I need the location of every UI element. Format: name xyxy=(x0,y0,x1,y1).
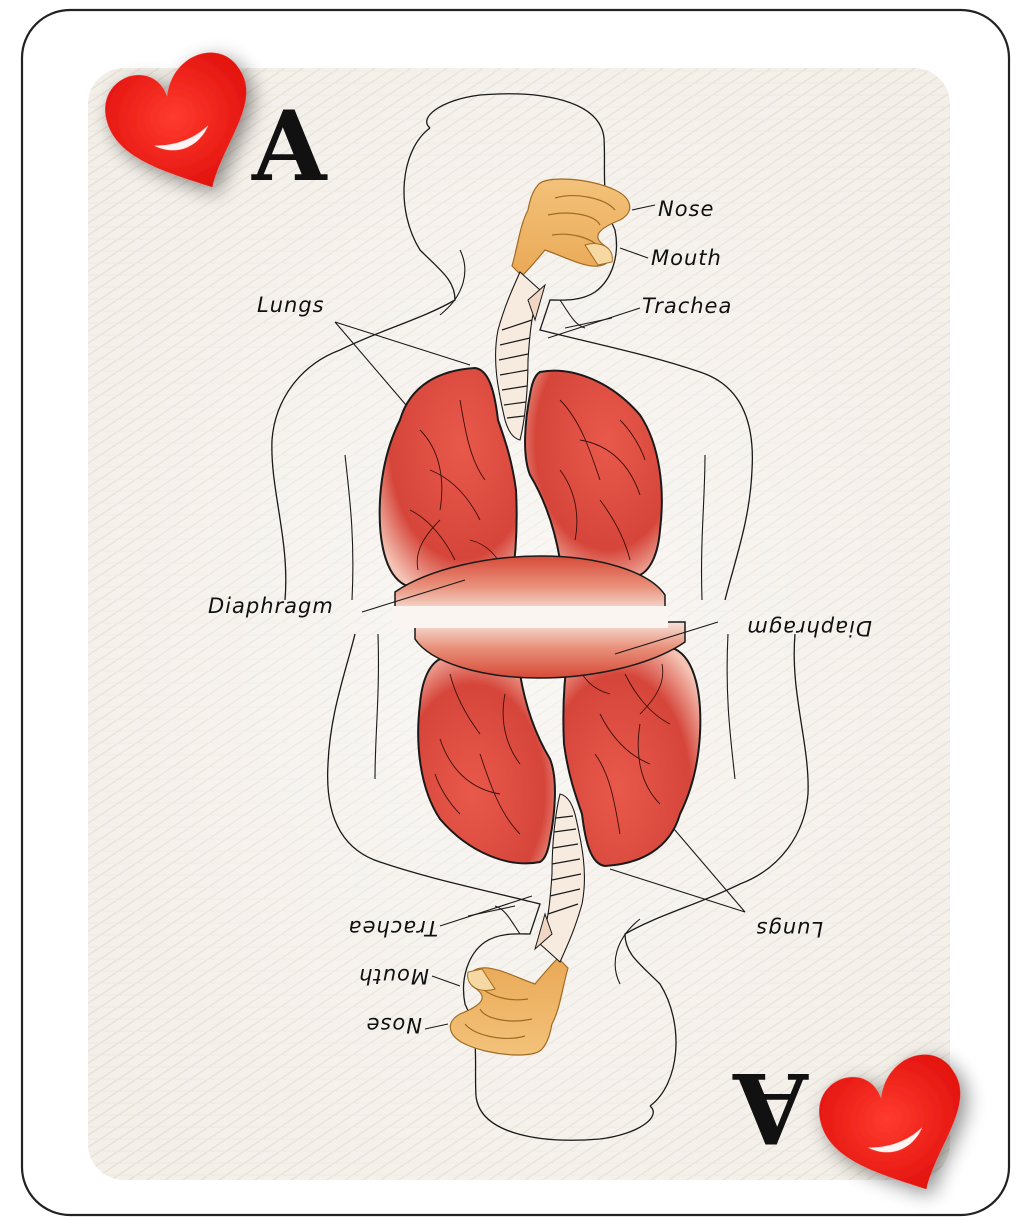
label-mouth: Mouth xyxy=(651,246,722,270)
label-lungs: Lungs xyxy=(257,293,325,317)
rank-bottom: A xyxy=(732,1051,809,1164)
label-nose: Nose xyxy=(658,197,714,221)
label-trachea: Trachea xyxy=(642,294,732,318)
rank-top: A xyxy=(251,90,328,203)
label-diaphragm-inverted: Diaphragm xyxy=(746,616,872,640)
label-nose-inverted: Nose xyxy=(366,1013,422,1037)
label-mouth-inverted: Mouth xyxy=(358,964,429,988)
label-trachea-inverted: Trachea xyxy=(348,916,438,940)
label-diaphragm: Diaphragm xyxy=(208,594,334,618)
label-lungs-inverted: Lungs xyxy=(755,917,823,941)
